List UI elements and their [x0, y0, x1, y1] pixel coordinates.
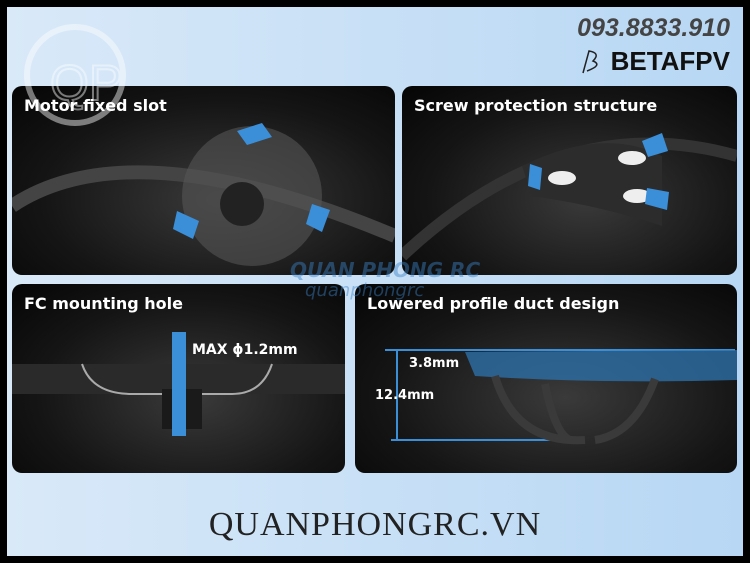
duct-profile-illustration: [385, 349, 737, 445]
panel-title: FC mounting hole: [24, 294, 183, 313]
panel-screw-protection: Screw protection structure: [402, 86, 737, 275]
footer-website: QUANPHONGRC.VN: [208, 506, 542, 543]
panel-motor-fixed-slot: Motor fixed slot: [12, 86, 395, 275]
duct-height-label: 3.8mm: [409, 356, 460, 371]
max-diameter-label: MAX ϕ1.2mm: [192, 342, 298, 358]
brand-name: BETAFPV: [610, 46, 730, 76]
panel-title: Screw protection structure: [414, 96, 658, 115]
brand-logo: BETAFPV: [579, 46, 730, 77]
fc-mount-illustration: [12, 332, 345, 436]
motor-slot-illustration: [12, 123, 395, 266]
svg-text:QP: QP: [50, 55, 122, 111]
phone-number: 093.8833.910: [577, 14, 730, 42]
betafpv-logo-icon: [581, 49, 598, 73]
quanphong-watermark-logo: QP: [24, 24, 126, 126]
panel-title: Motor fixed slot: [24, 96, 167, 115]
panel-title: Lowered profile duct design: [367, 294, 620, 313]
total-height-label: 12.4mm: [375, 388, 435, 403]
watermark-line1: QUAN PHONG RC: [290, 258, 481, 282]
panel-fc-mounting-hole: FC mounting hole MAX ϕ1.2mm: [12, 284, 345, 473]
panel-lowered-profile: Lowered profile duct design 3.8mm 12.4mm: [355, 284, 737, 473]
watermark-line2: quanphongrc: [305, 280, 425, 301]
screw-protection-illustration: [402, 133, 737, 261]
